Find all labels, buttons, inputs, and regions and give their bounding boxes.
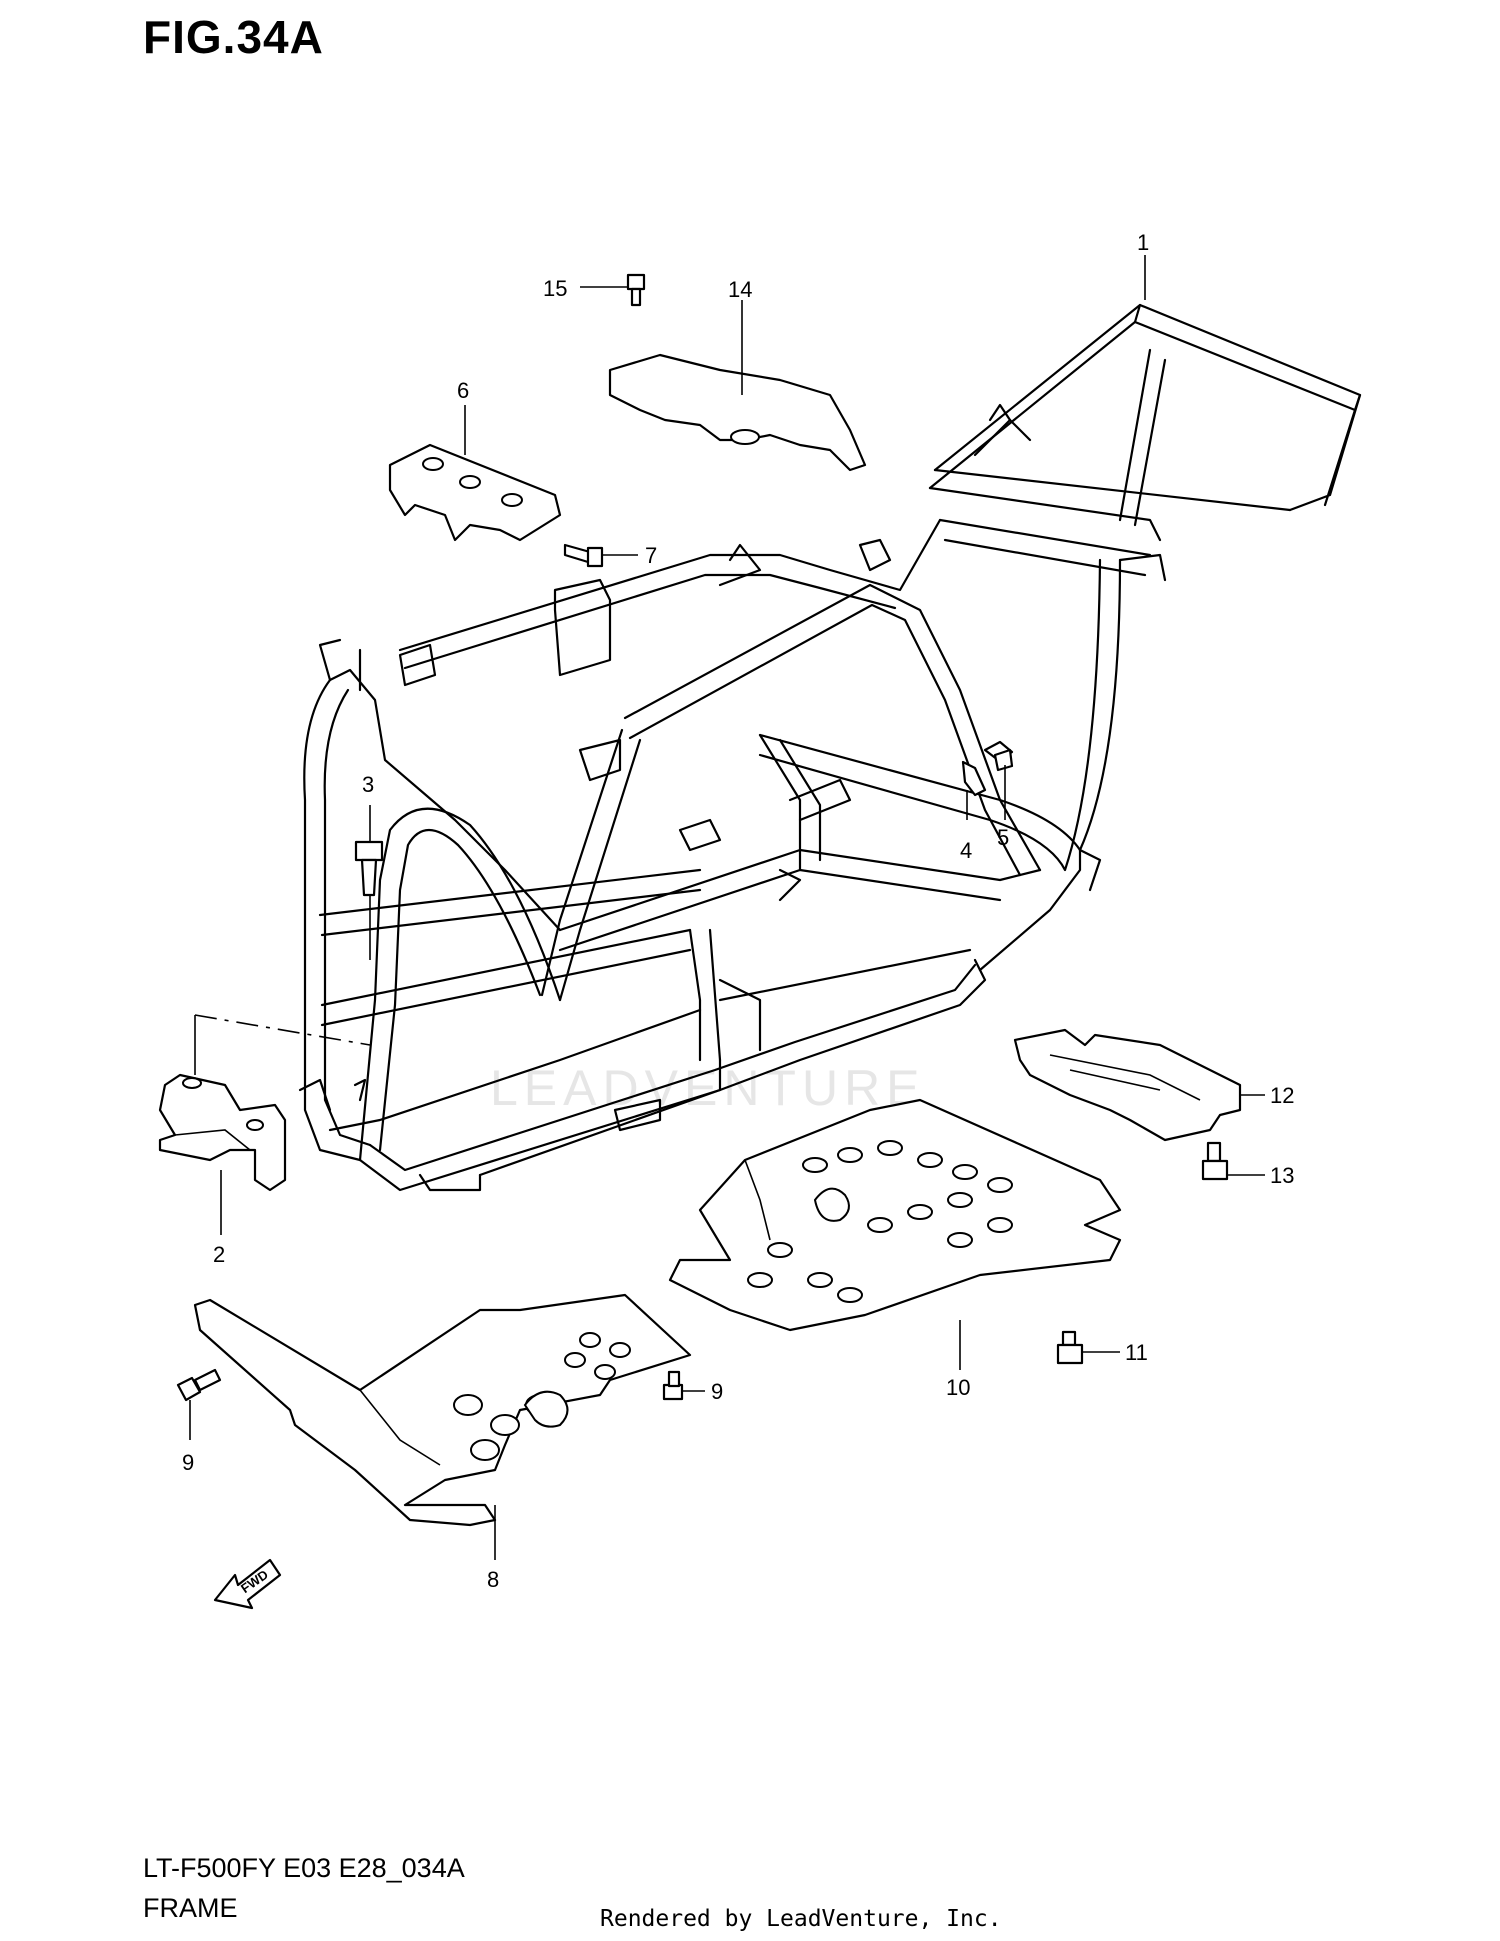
part-11-bolt xyxy=(1056,1330,1084,1365)
callout-11: 11 xyxy=(1125,1340,1148,1365)
part-9-bolt-left xyxy=(176,1368,222,1402)
callout-7: 7 xyxy=(645,543,657,568)
section-name: FRAME xyxy=(143,1893,238,1923)
part-12-rear-plate xyxy=(1013,1028,1242,1142)
part-10-center-skid-plate xyxy=(668,1098,1122,1332)
callout-9-left: 9 xyxy=(182,1450,194,1475)
callout-13: 13 xyxy=(1270,1163,1294,1188)
figure-title: FIG.34A xyxy=(143,11,324,63)
part-2-bracket xyxy=(158,1073,287,1192)
callout-2: 2 xyxy=(213,1242,225,1267)
part-3-bolt xyxy=(354,840,384,897)
part-7-bolt xyxy=(563,543,604,568)
callout-8: 8 xyxy=(487,1567,499,1592)
callout-1: 1 xyxy=(1137,230,1149,255)
callout-15: 15 xyxy=(543,276,567,301)
callout-12: 12 xyxy=(1270,1083,1294,1108)
part-8-front-skid-plate xyxy=(193,1293,692,1527)
frame-assembly xyxy=(298,303,1362,1192)
callout-9-right: 9 xyxy=(711,1379,723,1404)
rendered-by-credit: Rendered by LeadVenture, Inc. xyxy=(600,1906,1002,1932)
part-5-bolt xyxy=(983,740,1014,772)
part-6-plate xyxy=(388,443,562,542)
callout-14: 14 xyxy=(728,277,752,302)
callout-4: 4 xyxy=(960,838,972,863)
part-14-bracket xyxy=(608,353,867,472)
callout-5: 5 xyxy=(997,825,1009,850)
callout-6: 6 xyxy=(457,378,469,403)
part-15-bolt xyxy=(626,273,646,307)
watermark: LEADVENTURE xyxy=(490,1060,926,1116)
part-9-bolt-right xyxy=(662,1370,684,1401)
part-13-bolt xyxy=(1201,1141,1229,1181)
part-4-clamp xyxy=(961,760,987,797)
callout-10: 10 xyxy=(946,1375,970,1400)
callout-3: 3 xyxy=(362,772,374,797)
model-code: LT-F500FY E03 E28_034A xyxy=(143,1853,465,1883)
leader-lines xyxy=(189,255,1265,1560)
fwd-arrow-icon: FWD xyxy=(213,1558,282,1610)
